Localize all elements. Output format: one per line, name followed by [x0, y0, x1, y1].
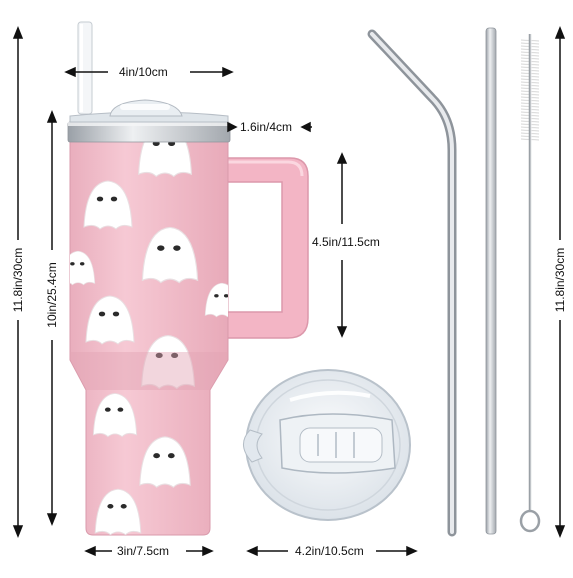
ghost-eye [120, 504, 127, 509]
ghost-eye [153, 453, 160, 459]
base-width-label: 3in/7.5cm [117, 544, 170, 558]
ghost-eye [70, 262, 75, 266]
straight-straw [485, 27, 497, 535]
lid-width-label: 4in/10cm [119, 65, 168, 79]
ghost-eye [107, 504, 114, 509]
ghost-shape [83, 180, 133, 230]
tumbler-body [69, 139, 229, 536]
ghost-eye [173, 245, 181, 251]
ghost-shape [141, 335, 195, 390]
ghost-shape [204, 282, 228, 318]
ghost-pattern [70, 140, 228, 535]
separate-lid [243, 369, 411, 521]
ghost-shape [139, 436, 191, 488]
handle-width-label: 1.6in/4cm [240, 120, 293, 134]
lid-diameter-label: 4.2in/10.5cm [295, 544, 364, 558]
ghost-shape [141, 226, 199, 284]
body-height-label: 10in/25.4cm [45, 262, 59, 328]
ghost-eye [171, 352, 179, 359]
dimension-lines [12, 25, 566, 557]
overall-height-label: 11.8in/30cm [11, 247, 25, 313]
tumbler-handle [221, 157, 309, 339]
tumbler-rim [67, 121, 231, 143]
ghost-eye [117, 407, 124, 412]
tumbler-straw [77, 21, 93, 115]
bent-straw [367, 29, 457, 537]
ghost-eye [214, 294, 219, 298]
ghost-eye [104, 407, 111, 412]
ghost-eye [157, 245, 165, 251]
ghost-shape [85, 295, 135, 345]
ghost-eye [112, 311, 120, 317]
cleaning-brush [519, 34, 541, 533]
straw-length-label: 11.8in/30cm [553, 247, 567, 313]
ghost-eye [96, 196, 104, 202]
ghost-shape [94, 488, 142, 535]
ghost-eye [223, 294, 228, 298]
ghost-eye [110, 196, 118, 202]
ghost-eye [98, 311, 106, 317]
ghost-shape [70, 250, 96, 286]
handle-height-label: 4.5in/11.5cm [312, 235, 380, 249]
ghost-eye [155, 352, 163, 359]
ghost-eye [79, 262, 85, 266]
tumbler-lid [69, 99, 229, 123]
ghost-shape [92, 392, 138, 438]
ghost-eye [167, 453, 175, 459]
